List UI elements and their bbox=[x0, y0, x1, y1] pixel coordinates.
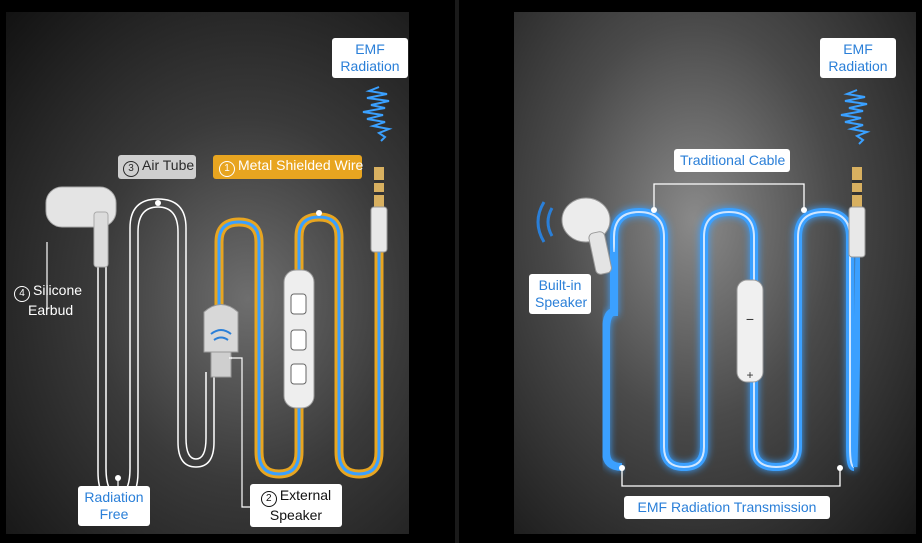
built-in-earbud bbox=[536, 197, 612, 275]
inline-control-right bbox=[736, 279, 764, 383]
emf-wave-left bbox=[362, 86, 393, 142]
emf-label-line2-left: Radiation bbox=[340, 58, 400, 74]
right-panel-traditional-headphone: − + EMF Radiation Traditional Cable Buil… bbox=[514, 12, 916, 534]
earbud-label-line2: Earbud bbox=[28, 302, 74, 318]
air-tube-number-badge: 3 bbox=[123, 161, 139, 177]
emf-wave-right bbox=[840, 89, 871, 145]
external-speaker bbox=[203, 304, 239, 378]
control-plus-right: + bbox=[746, 368, 753, 382]
air-tube-outline bbox=[97, 198, 215, 503]
speaker-label-line2: Speaker bbox=[269, 507, 323, 523]
metal-wire-label-text: Metal Shielded Wire bbox=[238, 157, 364, 173]
built-in-speaker-label: Built-in Speaker bbox=[529, 274, 591, 314]
emf-label-line2-right: Radiation bbox=[828, 58, 888, 74]
radiation-free-label: Radiation Free bbox=[78, 486, 150, 526]
traditional-cable bbox=[610, 208, 857, 471]
emf-label-line1-right: EMF bbox=[843, 41, 873, 57]
panel-divider bbox=[455, 0, 459, 543]
radiation-free-line1: Radiation bbox=[84, 489, 144, 505]
speaker-label-line1: External bbox=[279, 487, 332, 503]
earbud-label-line1: Silicone bbox=[33, 282, 83, 298]
traditional-cable-label: Traditional Cable bbox=[674, 149, 790, 172]
silicone-earbud bbox=[45, 186, 117, 268]
metal-wire-number-badge: 1 bbox=[219, 161, 235, 177]
built-in-speaker-line1: Built-in bbox=[538, 277, 582, 293]
air-tube-label-text: Air Tube bbox=[142, 157, 195, 173]
emf-radiation-label-right: EMF Radiation bbox=[820, 38, 896, 78]
earbud-number-badge: 4 bbox=[14, 286, 30, 302]
control-minus-right: − bbox=[746, 311, 754, 327]
emf-transmission-label-text: EMF Radiation Transmission bbox=[637, 499, 817, 515]
emf-radiation-label-left: EMF Radiation bbox=[332, 38, 408, 78]
radiation-free-line2: Free bbox=[99, 506, 129, 522]
bracket-lines-right bbox=[621, 183, 841, 487]
traditional-cable-label-text: Traditional Cable bbox=[680, 152, 786, 168]
left-diagram-graphics bbox=[45, 86, 393, 508]
right-diagram-graphics: − + bbox=[536, 89, 871, 487]
speaker-number-badge: 2 bbox=[260, 491, 277, 507]
emf-transmission-label: EMF Radiation Transmission bbox=[624, 496, 830, 519]
audio-jack-left bbox=[370, 167, 388, 253]
audio-jack-right bbox=[848, 167, 866, 258]
emf-label-line1-left: EMF bbox=[355, 41, 385, 57]
inline-control-left bbox=[283, 269, 315, 409]
built-in-speaker-line2: Speaker bbox=[535, 294, 588, 310]
